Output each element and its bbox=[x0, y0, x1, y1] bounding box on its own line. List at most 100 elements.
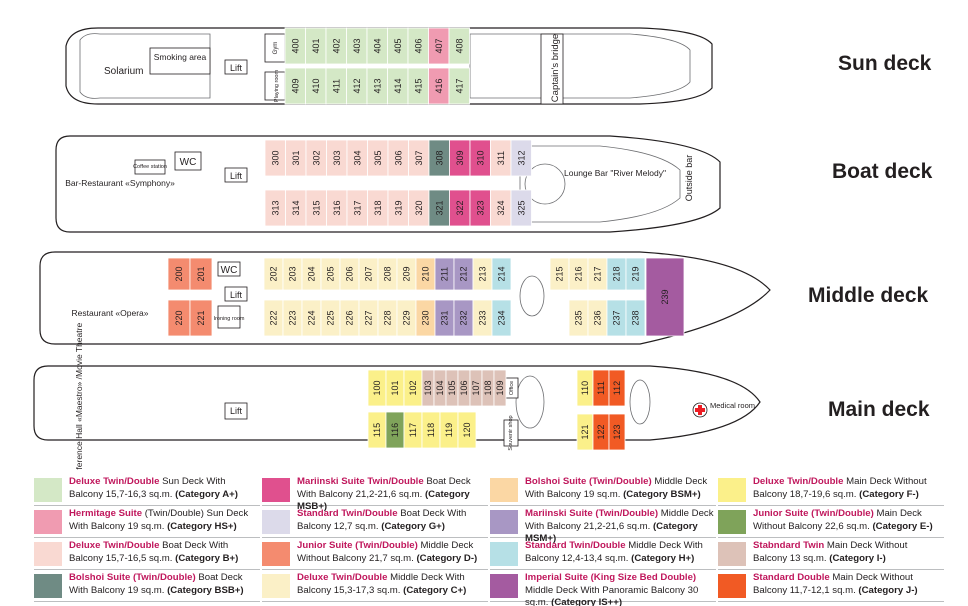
cabin-101[interactable]: 101 bbox=[385, 369, 405, 407]
cabin-317[interactable]: 317 bbox=[346, 189, 368, 227]
cabin-209[interactable]: 209 bbox=[396, 257, 417, 291]
cabin-312[interactable]: 312 bbox=[510, 139, 532, 177]
cabin-400[interactable]: 400 bbox=[284, 27, 306, 65]
cabin-308[interactable]: 308 bbox=[428, 139, 450, 177]
cabin-120[interactable]: 120 bbox=[457, 411, 477, 449]
cabin-305[interactable]: 305 bbox=[367, 139, 389, 177]
cabin-415[interactable]: 415 bbox=[407, 67, 429, 105]
cabin-307[interactable]: 307 bbox=[408, 139, 430, 177]
cabin-224[interactable]: 224 bbox=[301, 299, 322, 337]
cabin-411[interactable]: 411 bbox=[325, 67, 347, 105]
cabin-203[interactable]: 203 bbox=[282, 257, 303, 291]
cabin-201[interactable]: 201 bbox=[189, 257, 213, 291]
cabin-302[interactable]: 302 bbox=[305, 139, 327, 177]
cabin-212[interactable]: 212 bbox=[453, 257, 474, 291]
cabin-315[interactable]: 315 bbox=[305, 189, 327, 227]
cabin-235[interactable]: 235 bbox=[568, 299, 589, 337]
cabin-229[interactable]: 229 bbox=[396, 299, 417, 337]
cabin-304[interactable]: 304 bbox=[346, 139, 368, 177]
cabin-414[interactable]: 414 bbox=[387, 67, 409, 105]
cabin-318[interactable]: 318 bbox=[367, 189, 389, 227]
cabin-303[interactable]: 303 bbox=[326, 139, 348, 177]
cabin-313[interactable]: 313 bbox=[264, 189, 286, 227]
cabin-311[interactable]: 311 bbox=[490, 139, 512, 177]
cabin-206[interactable]: 206 bbox=[339, 257, 360, 291]
cabin-309[interactable]: 309 bbox=[449, 139, 471, 177]
cabin-100[interactable]: 100 bbox=[367, 369, 387, 407]
cabin-417[interactable]: 417 bbox=[448, 67, 470, 105]
cabin-404[interactable]: 404 bbox=[366, 27, 388, 65]
cabin-226[interactable]: 226 bbox=[339, 299, 360, 337]
cabin-323[interactable]: 323 bbox=[469, 189, 491, 227]
cabin-234[interactable]: 234 bbox=[491, 299, 512, 337]
cabin-236[interactable]: 236 bbox=[587, 299, 608, 337]
cabin-119[interactable]: 119 bbox=[439, 411, 459, 449]
cabin-301[interactable]: 301 bbox=[285, 139, 307, 177]
cabin-216[interactable]: 216 bbox=[568, 257, 589, 291]
cabin-222[interactable]: 222 bbox=[263, 299, 284, 337]
cabin-205[interactable]: 205 bbox=[320, 257, 341, 291]
cabin-200[interactable]: 200 bbox=[167, 257, 191, 291]
cabin-320[interactable]: 320 bbox=[408, 189, 430, 227]
cabin-111[interactable]: 111 bbox=[592, 369, 610, 407]
cabin-324[interactable]: 324 bbox=[490, 189, 512, 227]
cabin-220[interactable]: 220 bbox=[167, 299, 191, 337]
cabin-228[interactable]: 228 bbox=[377, 299, 398, 337]
cabin-117[interactable]: 117 bbox=[403, 411, 423, 449]
cabin-321[interactable]: 321 bbox=[428, 189, 450, 227]
cabin-412[interactable]: 412 bbox=[346, 67, 368, 105]
cabin-118[interactable]: 118 bbox=[421, 411, 441, 449]
cabin-401[interactable]: 401 bbox=[305, 27, 327, 65]
cabin-107[interactable]: 107 bbox=[469, 369, 483, 407]
cabin-215[interactable]: 215 bbox=[549, 257, 570, 291]
cabin-409[interactable]: 409 bbox=[284, 67, 306, 105]
cabin-413[interactable]: 413 bbox=[366, 67, 388, 105]
cabin-416[interactable]: 416 bbox=[428, 67, 450, 105]
cabin-105[interactable]: 105 bbox=[445, 369, 459, 407]
cabin-104[interactable]: 104 bbox=[433, 369, 447, 407]
cabin-402[interactable]: 402 bbox=[325, 27, 347, 65]
cabin-102[interactable]: 102 bbox=[403, 369, 423, 407]
cabin-223[interactable]: 223 bbox=[282, 299, 303, 337]
cabin-306[interactable]: 306 bbox=[387, 139, 409, 177]
cabin-233[interactable]: 233 bbox=[472, 299, 493, 337]
cabin-405[interactable]: 405 bbox=[387, 27, 409, 65]
cabin-403[interactable]: 403 bbox=[346, 27, 368, 65]
cabin-109[interactable]: 109 bbox=[493, 369, 507, 407]
cabin-322[interactable]: 322 bbox=[449, 189, 471, 227]
cabin-217[interactable]: 217 bbox=[587, 257, 608, 291]
cabin-408[interactable]: 408 bbox=[448, 27, 470, 65]
cabin-218[interactable]: 218 bbox=[606, 257, 627, 291]
cabin-204[interactable]: 204 bbox=[301, 257, 322, 291]
cabin-232[interactable]: 232 bbox=[453, 299, 474, 337]
cabin-319[interactable]: 319 bbox=[387, 189, 409, 227]
cabin-202[interactable]: 202 bbox=[263, 257, 284, 291]
cabin-225[interactable]: 225 bbox=[320, 299, 341, 337]
cabin-207[interactable]: 207 bbox=[358, 257, 379, 291]
cabin-121[interactable]: 121 bbox=[576, 413, 594, 451]
cabin-210[interactable]: 210 bbox=[415, 257, 436, 291]
cabin-231[interactable]: 231 bbox=[434, 299, 455, 337]
cabin-406[interactable]: 406 bbox=[407, 27, 429, 65]
cabin-310[interactable]: 310 bbox=[469, 139, 491, 177]
cabin-108[interactable]: 108 bbox=[481, 369, 495, 407]
cabin-237[interactable]: 237 bbox=[606, 299, 627, 337]
cabin-238[interactable]: 238 bbox=[625, 299, 646, 337]
cabin-407[interactable]: 407 bbox=[428, 27, 450, 65]
cabin-221[interactable]: 221 bbox=[189, 299, 213, 337]
cabin-110[interactable]: 110 bbox=[576, 369, 594, 407]
cabin-213[interactable]: 213 bbox=[472, 257, 493, 291]
cabin-211[interactable]: 211 bbox=[434, 257, 455, 291]
cabin-239[interactable]: 239 bbox=[645, 257, 685, 337]
cabin-316[interactable]: 316 bbox=[326, 189, 348, 227]
cabin-214[interactable]: 214 bbox=[491, 257, 512, 291]
cabin-116[interactable]: 116 bbox=[385, 411, 405, 449]
cabin-115[interactable]: 115 bbox=[367, 411, 387, 449]
cabin-208[interactable]: 208 bbox=[377, 257, 398, 291]
cabin-123[interactable]: 123 bbox=[608, 413, 626, 451]
cabin-300[interactable]: 300 bbox=[264, 139, 286, 177]
cabin-410[interactable]: 410 bbox=[305, 67, 327, 105]
cabin-325[interactable]: 325 bbox=[510, 189, 532, 227]
cabin-122[interactable]: 122 bbox=[592, 413, 610, 451]
cabin-230[interactable]: 230 bbox=[415, 299, 436, 337]
